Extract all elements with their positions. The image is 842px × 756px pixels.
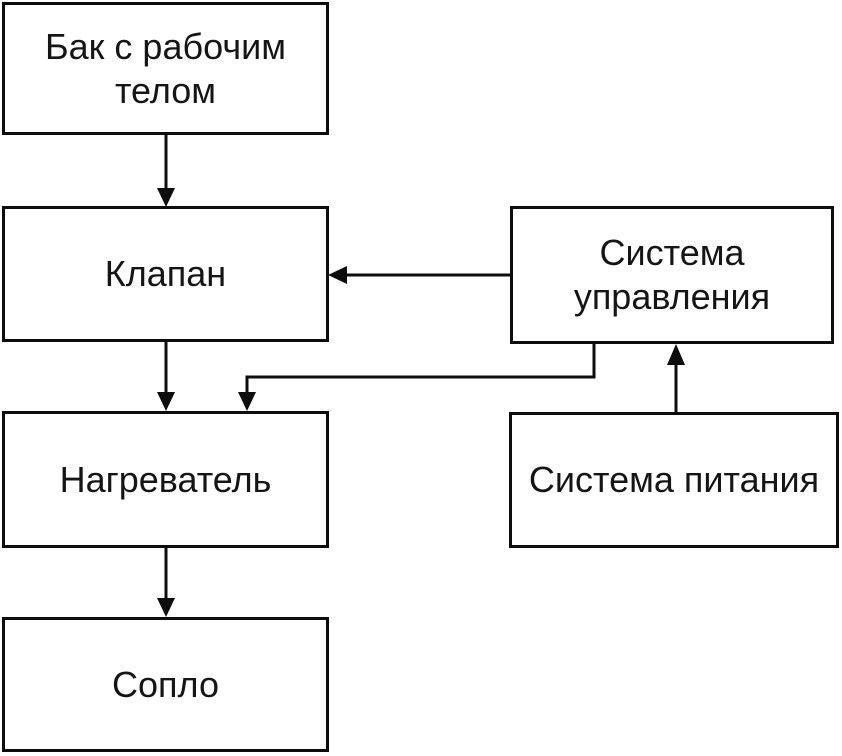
node-nozzle-label: Сопло — [112, 663, 219, 705]
node-nozzle: Сопло — [2, 617, 329, 752]
arrow-control-to-heater — [238, 344, 596, 411]
node-heater: Нагреватель — [2, 411, 329, 548]
arrow-control-to-valve — [328, 266, 510, 284]
arrow-tank-to-valve — [157, 135, 175, 207]
node-valve-label: Клапан — [104, 253, 227, 295]
node-power: Система питания — [509, 412, 839, 548]
node-valve: Клапан — [2, 206, 329, 342]
node-heater-label: Нагреватель — [59, 458, 272, 500]
arrow-power-to-control — [667, 344, 685, 412]
node-tank: Бак с рабочим телом — [2, 2, 329, 135]
node-tank-label: Бак с рабочим телом — [45, 25, 286, 111]
arrow-valve-to-heater — [157, 342, 175, 411]
node-control: Система управления — [510, 206, 834, 344]
node-power-label: Система питания — [528, 459, 820, 501]
arrow-heater-to-nozzle — [157, 548, 175, 617]
node-control-label: Система управления — [573, 232, 771, 317]
